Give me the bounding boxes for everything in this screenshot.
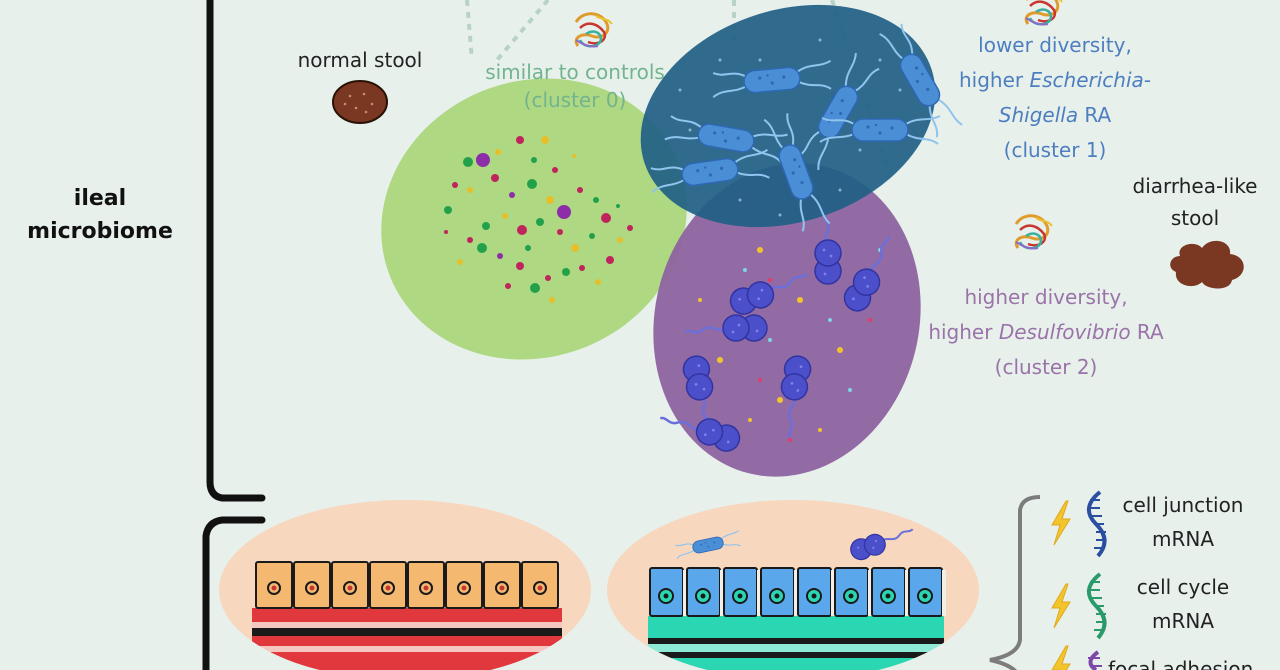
epithelial-cell bbox=[521, 561, 559, 609]
epithelial-cell bbox=[723, 567, 761, 617]
host-response-line: focal adhesion bbox=[1108, 657, 1254, 670]
diarrhea-stool-icon bbox=[1170, 240, 1244, 289]
normal-stool-text: normal stool bbox=[297, 48, 423, 72]
normal-stool-label: normal stool bbox=[270, 46, 450, 74]
mrna-icon bbox=[1087, 572, 1107, 640]
cluster0-dots bbox=[444, 136, 633, 303]
epithelial-cell bbox=[760, 567, 798, 617]
epithelial-cell bbox=[649, 567, 687, 617]
cluster1-ellipse bbox=[640, 4, 964, 235]
cluster1-line: higher Escherichia- bbox=[935, 63, 1175, 98]
host-response-line: cell junction bbox=[1122, 493, 1244, 517]
cluster1-genus: Escherichia- bbox=[1029, 68, 1151, 92]
diarrhea-stool-line: stool bbox=[1170, 206, 1220, 230]
host-response-item-3: focal adhesion bbox=[1108, 652, 1280, 670]
cluster0-label: similar to controls (cluster 0) bbox=[445, 58, 705, 115]
host-response-line: mRNA bbox=[1151, 527, 1215, 551]
host-response-item-1: cell junction mRNA bbox=[1108, 488, 1258, 556]
cluster0-line: similar to controls bbox=[485, 60, 665, 84]
host-response-bracket bbox=[989, 495, 1041, 670]
protein-structure-icon bbox=[1024, 0, 1064, 27]
cluster1-line: (cluster 1) bbox=[1003, 138, 1107, 162]
cluster1-text: higher bbox=[958, 68, 1030, 92]
normal-stool-texture bbox=[343, 92, 374, 114]
cluster2-line: higher Desulfovibrio RA bbox=[910, 315, 1182, 350]
microbiome-bracket bbox=[206, 0, 266, 502]
protein-structure-icon bbox=[574, 12, 614, 49]
epithelial-cell bbox=[871, 567, 909, 617]
dashed-guide-lines bbox=[465, 0, 892, 176]
host-response-line: cell cycle bbox=[1136, 575, 1230, 599]
mrna-icon bbox=[1087, 490, 1107, 558]
epithelial-cell bbox=[908, 567, 946, 617]
epithelial-cell bbox=[255, 561, 293, 609]
epithelial-cell bbox=[331, 561, 369, 609]
cluster1-label: lower diversity, higher Escherichia- Shi… bbox=[935, 28, 1175, 168]
inflamed-epithelium bbox=[607, 500, 979, 670]
epithelial-cell bbox=[369, 561, 407, 609]
epithelial-cell bbox=[445, 561, 483, 609]
cluster2-line: (cluster 2) bbox=[994, 355, 1098, 379]
cluster1-genus: Shigella bbox=[998, 103, 1079, 127]
cluster2-ellipse bbox=[653, 163, 921, 477]
cluster1-line: lower diversity, bbox=[978, 33, 1132, 57]
epithelial-cell bbox=[686, 567, 724, 617]
host-response-line: mRNA bbox=[1151, 609, 1215, 633]
section-label-ileal-microbiome: ileal microbiome bbox=[10, 182, 190, 248]
normal-epithelium bbox=[219, 500, 591, 670]
mrna-icon bbox=[1088, 650, 1102, 670]
epithelial-cell bbox=[293, 561, 331, 609]
section-label-line: microbiome bbox=[27, 219, 173, 244]
lightning-icon bbox=[1051, 500, 1071, 546]
cluster0-ellipse bbox=[381, 78, 687, 360]
normal-stool-icon bbox=[332, 80, 388, 124]
cluster2-line: higher diversity, bbox=[964, 285, 1128, 309]
cluster2-genus: Desulfovibrio bbox=[998, 320, 1131, 344]
host-bracket bbox=[202, 516, 266, 670]
lightning-icon bbox=[1051, 583, 1071, 629]
section-label-line: ileal bbox=[73, 186, 127, 211]
cluster0-line: (cluster 0) bbox=[523, 88, 627, 113]
lightning-icon bbox=[1051, 645, 1071, 670]
epithelial-cell bbox=[483, 561, 521, 609]
cluster1-text: RA bbox=[1078, 103, 1112, 127]
cluster2-text: higher bbox=[928, 320, 999, 344]
cluster2-text: RA bbox=[1130, 320, 1164, 344]
epithelial-cell bbox=[407, 561, 445, 609]
host-response-item-2: cell cycle mRNA bbox=[1108, 570, 1258, 638]
epithelial-cell bbox=[797, 567, 835, 617]
protein-structure-icon bbox=[1014, 214, 1054, 251]
diarrhea-stool-line: diarrhea-like bbox=[1132, 174, 1258, 198]
cluster2-label: higher diversity, higher Desulfovibrio R… bbox=[910, 280, 1182, 385]
epithelial-cell bbox=[834, 567, 872, 617]
cluster1-line: Shigella RA bbox=[935, 98, 1175, 133]
diarrhea-stool-label: diarrhea-like stool bbox=[1110, 170, 1280, 234]
